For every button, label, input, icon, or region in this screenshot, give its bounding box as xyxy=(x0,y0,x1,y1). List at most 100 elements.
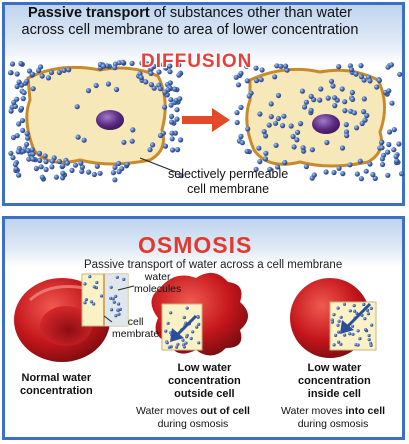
molecule-dot xyxy=(349,67,355,73)
diffusion-heading: DIFFUSION xyxy=(141,51,253,72)
molecule-dot xyxy=(324,139,330,146)
osmosis-heading: OSMOSIS xyxy=(138,232,253,258)
molecule-dot xyxy=(258,77,264,83)
molecule-dot xyxy=(37,150,43,156)
molecule-dot xyxy=(358,176,364,182)
molecule-dot xyxy=(337,319,341,323)
molecule-dot xyxy=(100,63,107,69)
molecule-dot xyxy=(354,171,360,177)
molecule-dot xyxy=(369,343,373,347)
membrane-label: selectively permeable cell membrane xyxy=(168,167,289,196)
molecule-dot xyxy=(56,69,63,76)
molecule-dot xyxy=(60,163,66,169)
molecule-dot xyxy=(170,147,176,153)
molecule-dot xyxy=(24,78,30,84)
molecule-dot xyxy=(358,337,362,341)
molecule-dot xyxy=(379,145,385,151)
nucleus-icon xyxy=(312,114,340,134)
molecule-dot xyxy=(191,330,195,334)
molecule-dot xyxy=(340,171,346,177)
molecule-dot xyxy=(356,329,360,333)
molecule-dot xyxy=(337,330,341,334)
molecule-dot xyxy=(362,117,368,123)
molecule-dot xyxy=(10,134,17,141)
molecule-dot xyxy=(49,158,56,164)
molecule-dot xyxy=(48,69,55,76)
molecule-dot xyxy=(181,338,185,342)
molecule-dot xyxy=(391,127,397,133)
molecule-dot xyxy=(337,340,341,344)
molecule-dot xyxy=(129,138,135,144)
molecule-dot xyxy=(15,149,21,155)
molecule-dot xyxy=(336,165,342,171)
molecule-dot xyxy=(168,113,175,119)
molecule-dot xyxy=(19,117,26,124)
molecule-dot xyxy=(266,122,272,128)
molecule-dot xyxy=(169,119,175,125)
molecule-dot xyxy=(332,343,336,347)
molecule-dot xyxy=(14,83,20,90)
molecule-dot xyxy=(273,142,279,148)
molecule-dot xyxy=(367,333,371,338)
molecule-dot xyxy=(150,142,156,148)
molecule-dot xyxy=(275,92,282,99)
molecule-dot xyxy=(354,125,360,131)
molecule-dot xyxy=(110,170,116,176)
molecule-dot xyxy=(348,332,352,336)
molecule-dot xyxy=(167,63,173,69)
molecule-dot xyxy=(257,159,263,165)
molecule-dot xyxy=(38,164,44,170)
molecule-dot xyxy=(355,311,359,315)
molecule-dot xyxy=(386,88,392,94)
molecule-dot xyxy=(358,63,364,69)
molecule-dot xyxy=(282,159,288,166)
molecule-dot xyxy=(332,103,338,109)
molecule-dot xyxy=(259,67,265,73)
molecule-dot xyxy=(339,145,346,151)
molecule-dot xyxy=(238,104,244,110)
molecule-dot xyxy=(10,155,16,161)
molecule-dot xyxy=(116,308,120,312)
molecule-dot xyxy=(143,79,149,85)
molecule-dot xyxy=(16,79,22,85)
molecule-dot xyxy=(367,161,373,167)
molecule-dot xyxy=(184,341,188,345)
molecule-dot xyxy=(112,300,116,304)
diffusion-molecules-after xyxy=(233,62,405,182)
molecule-dot xyxy=(148,66,154,72)
molecule-dot xyxy=(332,313,336,317)
molecule-dot xyxy=(117,302,121,306)
molecule-dot xyxy=(163,65,169,71)
molecule-dot xyxy=(343,129,350,135)
molecule-dot xyxy=(172,86,178,92)
molecule-dot xyxy=(148,82,154,88)
molecule-dot xyxy=(176,342,180,346)
molecule-dot xyxy=(197,341,201,345)
molecule-dot xyxy=(369,306,373,310)
molecule-dot xyxy=(233,74,239,80)
molecule-dot xyxy=(112,164,118,170)
molecule-dot xyxy=(317,97,323,103)
molecule-dot xyxy=(165,341,169,345)
molecule-dot xyxy=(356,343,360,347)
molecule-dot xyxy=(185,306,189,310)
molecule-dot xyxy=(20,127,26,133)
molecule-dot xyxy=(175,147,181,153)
molecule-dot xyxy=(148,70,154,76)
molecule-dot xyxy=(56,158,63,165)
molecule-dot xyxy=(328,78,335,84)
molecule-dot xyxy=(61,67,67,73)
molecule-dot xyxy=(325,95,331,101)
diffusion-molecules-before xyxy=(7,59,184,183)
membrane-pointer xyxy=(139,157,177,173)
molecule-dot xyxy=(16,121,22,127)
molecule-dot xyxy=(267,166,273,172)
inward-arrow-icon xyxy=(340,302,372,334)
molecule-dot xyxy=(303,99,309,105)
molecule-dot xyxy=(112,65,118,71)
molecule-dot xyxy=(43,166,49,173)
molecule-dot xyxy=(147,147,153,153)
molecule-dot xyxy=(234,119,240,126)
molecule-dot xyxy=(290,133,296,140)
